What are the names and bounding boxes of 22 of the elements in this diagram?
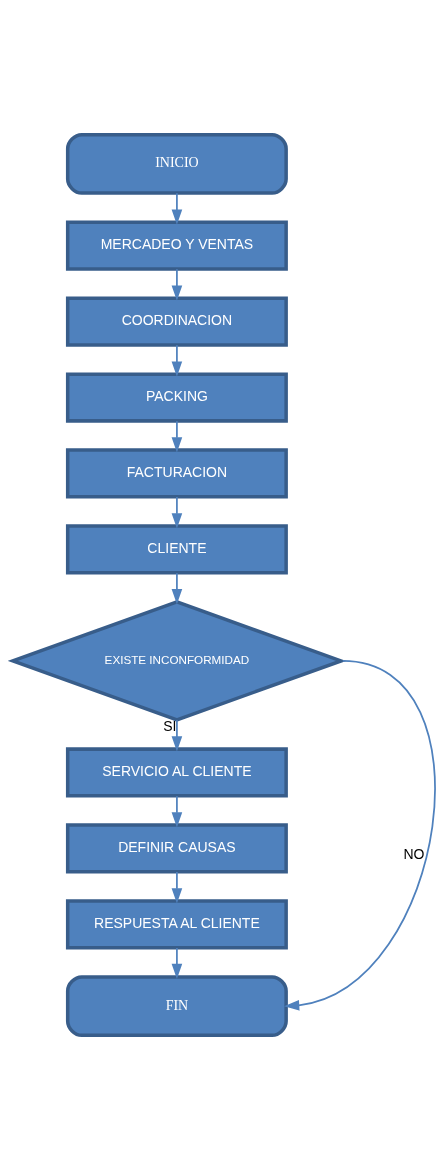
node-box: FACTURACION [65, 448, 288, 499]
arrow [171, 344, 183, 377]
arrow [284, 660, 436, 1011]
arrow [171, 192, 183, 225]
arrow [171, 268, 183, 301]
node-box: CLIENTE [65, 524, 288, 575]
arrow [171, 572, 183, 605]
node-box: INICIO [65, 132, 288, 195]
arrow [171, 719, 183, 752]
node-box: PACKING [65, 372, 288, 423]
arrow [171, 795, 183, 828]
node-box: DEFINIR CAUSAS [65, 823, 288, 874]
arrow [171, 420, 183, 453]
node-box: MERCADEO Y VENTAS [65, 220, 288, 271]
node-box: SERVICIO AL CLIENTE [65, 747, 288, 798]
edge-label: NO [403, 846, 425, 863]
node-box: FIN [65, 975, 288, 1038]
node-box: RESPUESTA AL CLIENTE [65, 899, 288, 950]
node-box: COORDINACION [65, 296, 288, 347]
arrow [171, 871, 183, 904]
arrow [171, 496, 183, 529]
arrow [171, 947, 183, 980]
